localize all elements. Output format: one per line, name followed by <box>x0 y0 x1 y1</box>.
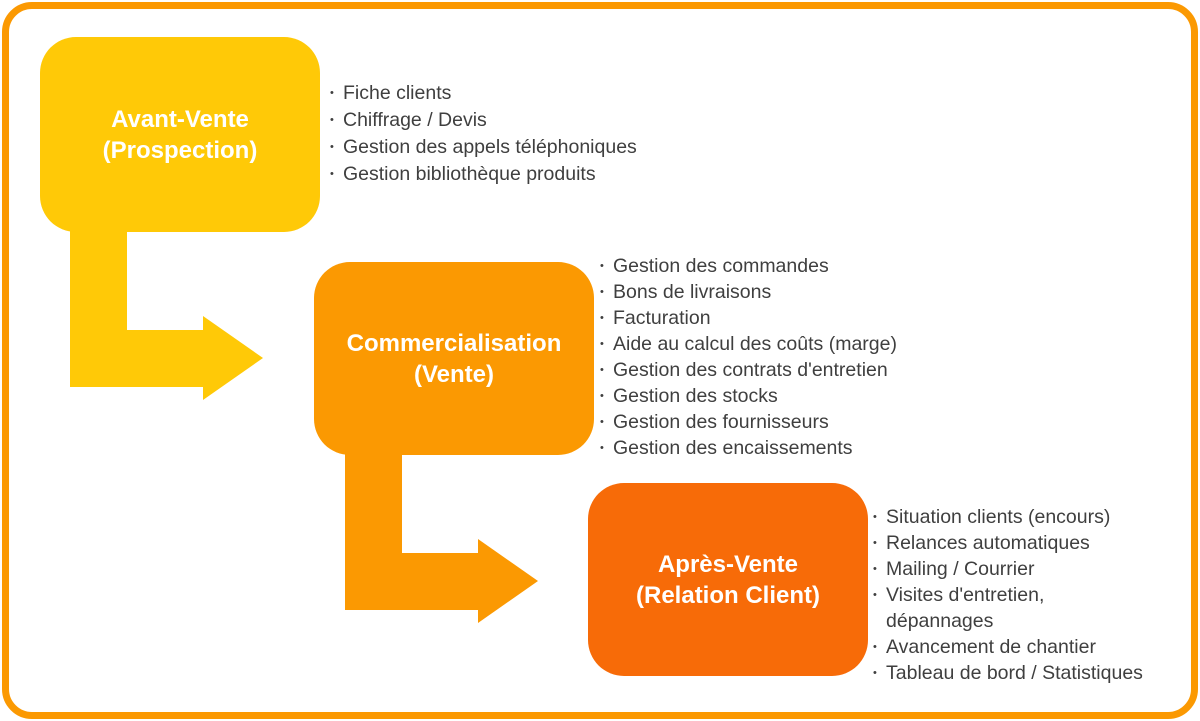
bullet-dot-icon: • <box>600 416 604 428</box>
list-item: • Gestion des commandes <box>600 253 950 279</box>
list-item: • Bons de livraisons <box>600 279 950 305</box>
list-item-text: Gestion des stocks <box>613 385 778 407</box>
list-item-text: Gestion des commandes <box>613 255 829 277</box>
bullet-dot-icon: • <box>600 338 604 350</box>
list-item-text: Relances automatiques <box>886 532 1090 554</box>
bullet-dot-icon: • <box>873 589 877 601</box>
bullet-dot-icon: • <box>330 168 334 180</box>
bullet-dot-icon: • <box>330 87 334 99</box>
stage-items-apres-vente: • Situation clients (encours) • Relances au… <box>873 504 1185 686</box>
list-item: • Gestion des fournisseurs <box>600 409 950 435</box>
bullet-dot-icon: • <box>600 286 604 298</box>
list-item-text: Aide au calcul des coûts (marge) <box>613 333 897 355</box>
stage-box-avant-vente: Avant-Vente (Prospection) <box>40 37 320 232</box>
list-item: • Visites d'entretien, dépannages <box>873 582 1185 634</box>
list-item-text: Gestion des contrats d'entretien <box>613 359 888 381</box>
list-item: • Gestion des stocks <box>600 383 950 409</box>
bullet-dot-icon: • <box>600 364 604 376</box>
stage-title-commercialisation: Commercialisation (Vente) <box>347 328 562 390</box>
list-item: • Gestion des appels téléphoniques <box>330 134 710 161</box>
bullet-dot-icon: • <box>873 511 877 523</box>
bullet-dot-icon: • <box>600 442 604 454</box>
list-item: • Fiche clients <box>330 80 710 107</box>
bullet-dot-icon: • <box>600 390 604 402</box>
bullet-dot-icon: • <box>600 312 604 324</box>
list-item: • Relances automatiques <box>873 530 1185 556</box>
bullet-dot-icon: • <box>873 641 877 653</box>
list-item-text: Situation clients (encours) <box>886 506 1111 528</box>
bullet-dot-icon: • <box>330 114 334 126</box>
arrow-2-arm <box>345 553 480 610</box>
list-item-text: Tableau de bord / Statistiques <box>886 662 1143 684</box>
stage-title-apres-vente: Après-Vente (Relation Client) <box>636 549 820 611</box>
list-item-text: Bons de livraisons <box>613 281 772 303</box>
list-item: • Facturation <box>600 305 950 331</box>
list-item: • Gestion bibliothèque produits <box>330 161 710 188</box>
list-item-text: Gestion des appels téléphoniques <box>343 136 637 158</box>
arrow-1-head-icon <box>203 316 263 400</box>
arrow-2-head-icon <box>478 539 538 623</box>
list-item: • Gestion des contrats d'entretien <box>600 357 950 383</box>
stage-box-apres-vente: Après-Vente (Relation Client) <box>588 483 868 676</box>
stage-title-line1: Après-Vente <box>657 550 799 578</box>
stage-items-avant-vente: • Fiche clients • Chiffrage / Devis • Gestion… <box>330 80 710 188</box>
list-item-text: Facturation <box>613 307 711 329</box>
stage-title-line2: (Vente) <box>413 360 494 388</box>
bullet-dot-icon: • <box>330 141 334 153</box>
stage-title-line2: (Prospection) <box>102 136 258 164</box>
list-item: • Gestion des encaissements <box>600 435 950 461</box>
bullet-dot-icon: • <box>600 260 604 272</box>
bullet-dot-icon: • <box>873 563 877 575</box>
stage-box-commercialisation: Commercialisation (Vente) <box>314 262 594 455</box>
list-item: • Tableau de bord / Statistiques <box>873 660 1185 686</box>
list-item: • Chiffrage / Devis <box>330 107 710 134</box>
list-item-text: Gestion des fournisseurs <box>613 411 829 433</box>
stage-title-avant-vente: Avant-Vente (Prospection) <box>103 104 258 166</box>
list-item-text: Mailing / Courrier <box>886 558 1035 580</box>
list-item-text: Avancement de chantier <box>886 636 1096 658</box>
list-item: • Aide au calcul des coûts (marge) <box>600 331 950 357</box>
stage-title-line1: Commercialisation <box>346 329 562 357</box>
stage-title-line2: (Relation Client) <box>636 581 820 609</box>
list-item-text: Gestion des encaissements <box>613 437 853 459</box>
list-item-text: Visites d'entretien, dépannages <box>886 584 1045 632</box>
list-item: • Situation clients (encours) <box>873 504 1185 530</box>
list-item: • Avancement de chantier <box>873 634 1185 660</box>
bullet-dot-icon: • <box>873 537 877 549</box>
list-item: • Mailing / Courrier <box>873 556 1185 582</box>
list-item-text: Fiche clients <box>343 82 452 104</box>
list-item-text: Chiffrage / Devis <box>343 109 487 131</box>
stage-title-line1: Avant-Vente <box>111 105 249 133</box>
arrow-1-arm <box>70 330 205 387</box>
stage-items-commercialisation: • Gestion des commandes • Bons de livraison… <box>600 253 950 461</box>
bullet-dot-icon: • <box>873 667 877 679</box>
list-item-text: Gestion bibliothèque produits <box>343 163 596 185</box>
